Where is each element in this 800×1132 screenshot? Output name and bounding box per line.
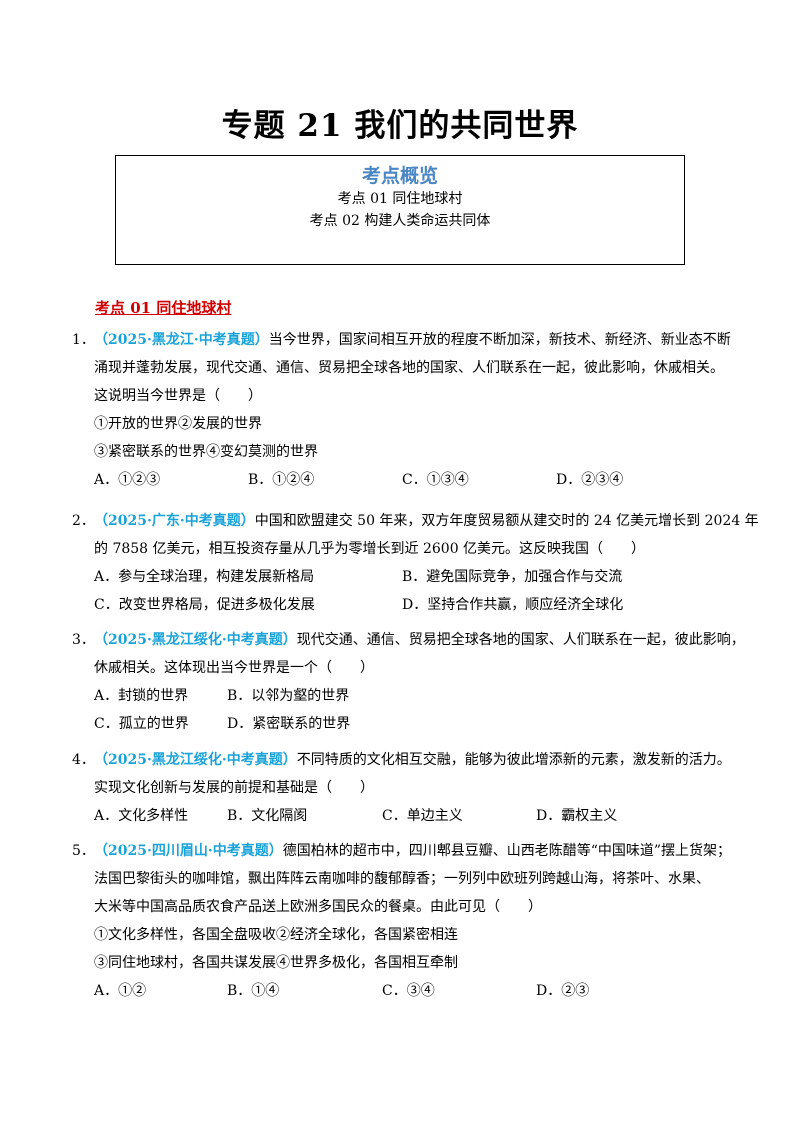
- option-a[interactable]: A．文化多样性: [94, 808, 189, 824]
- question-number: 5．: [72, 843, 95, 859]
- question-2: 2．（2025·广东·中考真题）中国和欧盟建交 50 年来，双方年度贸易额从建交…: [72, 507, 759, 619]
- question-text: 大米等中国高品质农食产品送上欧洲多国民众的餐桌。由此可见（ ）: [94, 899, 542, 915]
- option-c[interactable]: C．①③④: [402, 472, 469, 488]
- options-row: A．①②③ B．①②④ C．①③④ D．②③④: [72, 466, 732, 494]
- option-d[interactable]: D．坚持合作共赢，顺应经济全球化: [402, 597, 624, 613]
- options-row: C．改变世界格局，促进多极化发展 D．坚持合作共赢，顺应经济全球化: [72, 591, 732, 619]
- question-text: 当今世界，国家间相互开放的程度不断加深，新技术、新经济、新业态不断: [268, 332, 731, 348]
- question-4: 4．（2025·黑龙江绥化·中考真题）不同特质的文化相互交融，能够为彼此增添新的…: [72, 746, 732, 830]
- question-number: 1．: [72, 332, 95, 348]
- question-statement: ③紧密联系的世界④变幻莫测的世界: [94, 444, 318, 460]
- question-number: 3．: [72, 632, 95, 648]
- question-text: 休戚相关。这体现出当今世界是一个（ ）: [94, 660, 374, 676]
- option-c[interactable]: C．③④: [382, 983, 435, 999]
- overview-item: 考点 02 构建人类命运共同体: [309, 213, 491, 229]
- overview-item: 考点 01 同住地球村: [337, 191, 463, 207]
- option-a[interactable]: A．封锁的世界: [94, 688, 189, 704]
- option-c[interactable]: C．单边主义: [382, 808, 463, 824]
- option-d[interactable]: D．霸权主义: [536, 808, 618, 824]
- question-text: 涌现并蓬勃发展，现代交通、通信、贸易把全球各地的国家、人们联系在一起，彼此影响，…: [94, 360, 724, 376]
- question-text: 实现文化创新与发展的前提和基础是（ ）: [94, 780, 374, 796]
- question-statement: ①开放的世界②发展的世界: [94, 416, 262, 432]
- question-text: 的 7858 亿美元，相互投资存量从几乎为零增长到近 2600 亿美元。这反映我…: [94, 541, 646, 557]
- option-a[interactable]: A．①②③: [94, 472, 161, 488]
- question-source: （2025·四川眉山·中考真题）: [94, 843, 283, 859]
- question-statement: ③同住地球村，各国共谋发展④世界多极化，各国相互牵制: [94, 955, 458, 971]
- question-source: （2025·广东·中考真题）: [94, 513, 255, 529]
- options-row: A．文化多样性 B．文化隔阂 C．单边主义 D．霸权主义: [72, 802, 732, 830]
- question-text: 现代交通、通信、贸易把全球各地的国家、人们联系在一起，彼此影响，: [296, 632, 745, 648]
- question-text: 德国柏林的超市中，四川郫县豆瓣、山西老陈醋等“中国味道”摆上货架；: [282, 843, 732, 859]
- question-text: 中国和欧盟建交 50 年来，双方年度贸易额从建交时的 24 亿美元增长到 202…: [254, 513, 759, 529]
- question-statement: ①文化多样性，各国全盘吸收②经济全球化，各国紧密相连: [94, 927, 458, 943]
- overview-box: 考点概览 考点 01 同住地球村 考点 02 构建人类命运共同体: [115, 155, 685, 265]
- question-3: 3．（2025·黑龙江绥化·中考真题）现代交通、通信、贸易把全球各地的国家、人们…: [72, 626, 745, 738]
- option-d[interactable]: D．紧密联系的世界: [227, 716, 351, 732]
- question-number: 2．: [72, 513, 95, 529]
- section-title: 考点 01 同住地球村: [95, 299, 232, 317]
- option-b[interactable]: B．避免国际竞争，加强合作与交流: [402, 569, 623, 585]
- option-c[interactable]: C．改变世界格局，促进多极化发展: [94, 597, 315, 613]
- question-text: 不同特质的文化相互交融，能够为彼此增添新的元素，激发新的活力。: [296, 752, 731, 768]
- option-b[interactable]: B．文化隔阂: [227, 808, 308, 824]
- options-row: A．参与全球治理，构建发展新格局 B．避免国际竞争，加强合作与交流: [72, 563, 732, 591]
- option-b[interactable]: B．以邻为壑的世界: [227, 688, 350, 704]
- overview-heading: 考点概览: [361, 165, 438, 187]
- question-1: 1．（2025·黑龙江·中考真题）当今世界，国家间相互开放的程度不断加深，新技术…: [72, 326, 732, 494]
- option-c[interactable]: C．孤立的世界: [94, 716, 189, 732]
- question-text: 这说明当今世界是（ ）: [94, 388, 262, 404]
- options-row: A．封锁的世界 B．以邻为壑的世界: [72, 682, 732, 710]
- option-b[interactable]: B．①④: [227, 983, 280, 999]
- question-source: （2025·黑龙江·中考真题）: [94, 332, 269, 348]
- option-d[interactable]: D．②③④: [556, 472, 624, 488]
- question-source: （2025·黑龙江绥化·中考真题）: [94, 632, 297, 648]
- question-number: 4．: [72, 752, 95, 768]
- question-5: 5．（2025·四川眉山·中考真题）德国柏林的超市中，四川郫县豆瓣、山西老陈醋等…: [72, 837, 732, 1005]
- option-b[interactable]: B．①②④: [248, 472, 315, 488]
- page-title: 专题 21 我们的共同世界: [221, 108, 579, 144]
- options-row: A．①② B．①④ C．③④ D．②③: [72, 977, 732, 1005]
- question-source: （2025·黑龙江绥化·中考真题）: [94, 752, 297, 768]
- option-d[interactable]: D．②③: [536, 983, 590, 999]
- option-a[interactable]: A．参与全球治理，构建发展新格局: [94, 569, 315, 585]
- question-text: 法国巴黎街头的咖啡馆，飘出阵阵云南咖啡的馥郁醇香；一列列中欧班列跨越山海，将茶叶…: [94, 871, 710, 887]
- option-a[interactable]: A．①②: [94, 983, 147, 999]
- options-row: C．孤立的世界 D．紧密联系的世界: [72, 710, 732, 738]
